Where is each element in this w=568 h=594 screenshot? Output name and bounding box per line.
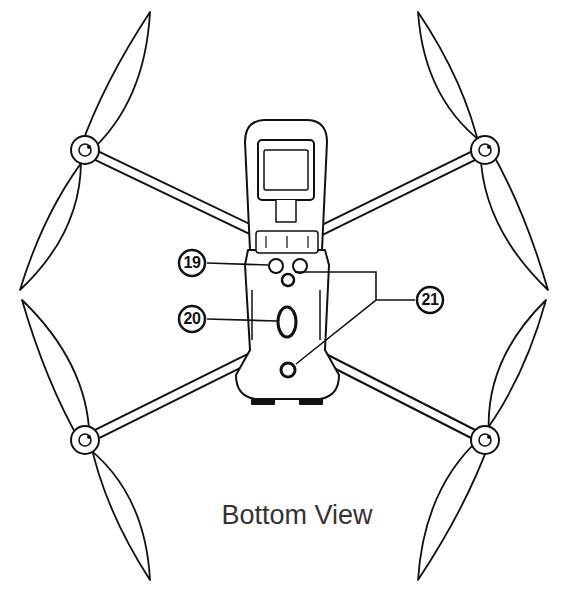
view-caption: Bottom View	[167, 500, 427, 531]
callout-ring	[417, 287, 443, 313]
callout-number: 19	[179, 250, 205, 276]
drone-body	[236, 120, 339, 404]
callout-ring	[179, 250, 205, 276]
leader-lines	[179, 250, 443, 364]
callout-ring	[179, 306, 205, 332]
callout-number: 21	[417, 287, 443, 313]
propellers	[20, 12, 548, 580]
motors	[71, 136, 499, 454]
callout-number: 20	[179, 306, 205, 332]
